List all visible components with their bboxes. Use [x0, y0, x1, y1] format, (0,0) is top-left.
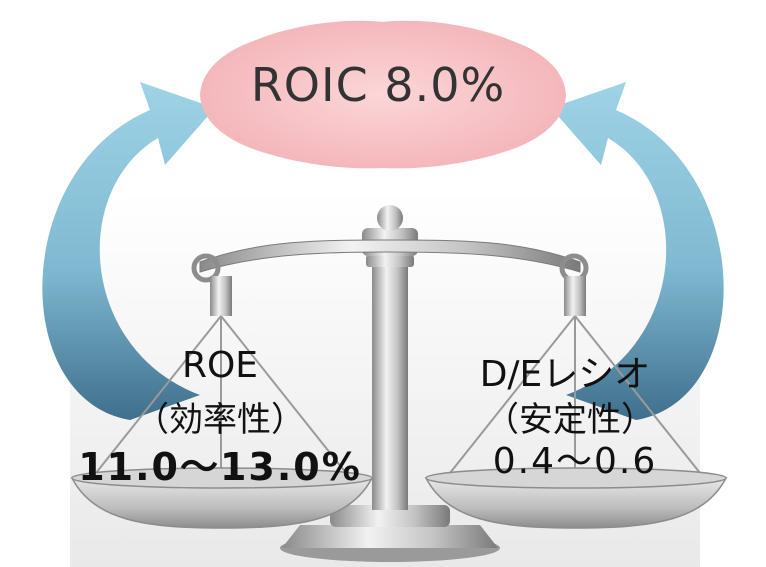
roic-label: ROIC 8.0% [250, 58, 506, 112]
hanger-right [564, 276, 586, 316]
scale-base-step [330, 505, 450, 527]
pan-left-rim [71, 467, 373, 489]
scale-beam [199, 239, 581, 273]
roe-label: ROE [181, 345, 259, 386]
beam-scroll-left [191, 253, 221, 283]
scale-finial [377, 205, 403, 231]
chains-right [445, 315, 705, 479]
scale-column-collar [366, 255, 414, 267]
pan-right [424, 477, 728, 529]
pan-right-rim [425, 467, 727, 489]
roe-range: 11.0～13.0% [78, 445, 362, 489]
scale-base [282, 525, 498, 548]
hanger-left [210, 276, 232, 316]
de-ratio-range: 0.4～0.6 [492, 441, 658, 482]
roic-bubble [200, 20, 566, 169]
right-curved-arrow [551, 82, 724, 420]
de-ratio-label: D/Eレシオ [479, 354, 651, 395]
de-ratio-note: （安定性） [485, 400, 655, 440]
pan-left [70, 477, 374, 529]
chains-left [91, 315, 351, 479]
scale-column [372, 260, 408, 510]
left-curved-arrow [42, 82, 215, 420]
roe-note: （効率性） [135, 400, 305, 440]
